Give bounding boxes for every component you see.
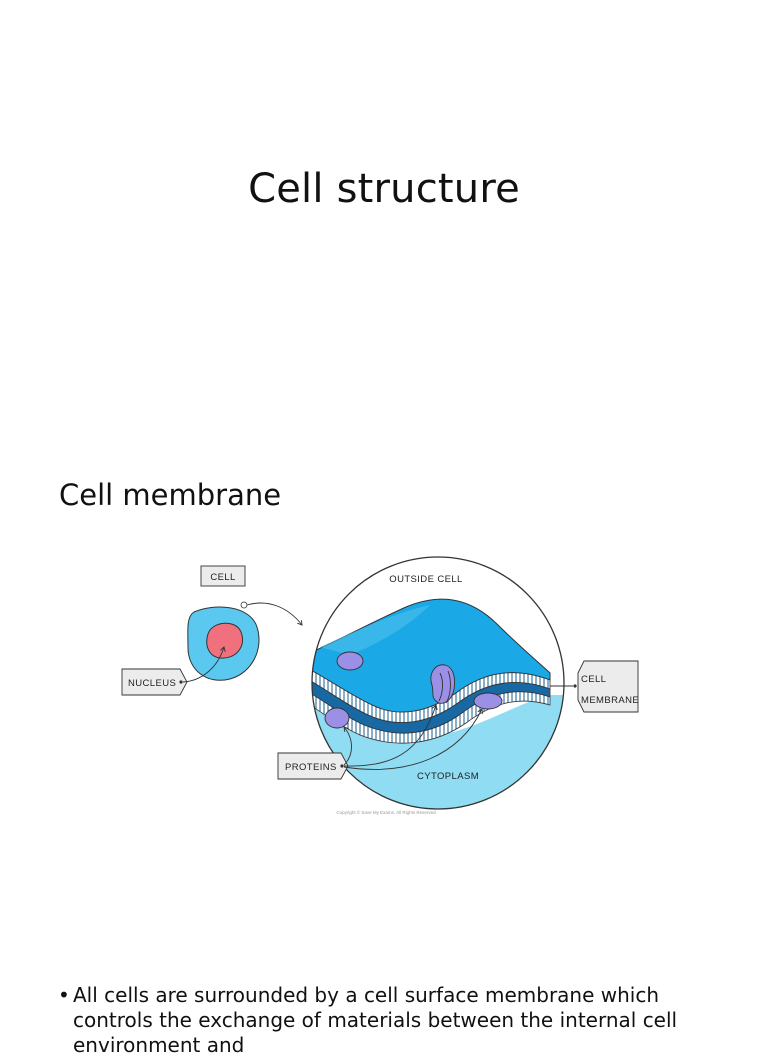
cell-membrane-diagram: CELL NUCLEUS OUTSIDE CELL CELL MEMBRANE …: [110, 555, 650, 825]
label-nucleus: NUCLEUS: [121, 668, 188, 696]
label-cytoplasm: CYTOPLASM: [417, 771, 479, 782]
svg-text:CELL: CELL: [581, 674, 606, 685]
arrow-protein-left: [344, 727, 352, 766]
label-cell: CELL: [200, 565, 246, 587]
arrow-zoom: [246, 602, 302, 625]
nucleus-shape: [206, 622, 243, 659]
svg-text:CELL: CELL: [210, 572, 235, 583]
arrow-nucleus: [182, 647, 224, 683]
protein-inner-left: [324, 707, 350, 729]
protein-inner-right: [473, 692, 503, 710]
label-outside-cell: OUTSIDE CELL: [389, 574, 462, 585]
bullet-item: All cells are surrounded by a cell surfa…: [58, 983, 708, 1058]
label-proteins: PROTEINS: [277, 752, 349, 780]
arrow-protein-right: [343, 709, 482, 770]
label-cell-membrane: CELL MEMBRANE: [573, 660, 639, 713]
magnified-circle-outline: [311, 556, 565, 810]
section-heading: Cell membrane: [59, 478, 282, 512]
zoom-marker: [240, 601, 248, 609]
channel-protein: [430, 664, 456, 704]
arrow-protein-channel: [343, 705, 436, 767]
bullet-list: All cells are surrounded by a cell surfa…: [58, 983, 708, 1058]
protein-surface: [336, 651, 364, 671]
svg-text:MEMBRANE: MEMBRANE: [581, 695, 639, 706]
slide-title: Cell structure: [248, 166, 520, 212]
svg-text:PROTEINS: PROTEINS: [285, 762, 337, 773]
copyright-text: Copyright © Save My Exams. All Rights Re…: [336, 809, 436, 815]
svg-text:NUCLEUS: NUCLEUS: [128, 678, 176, 689]
